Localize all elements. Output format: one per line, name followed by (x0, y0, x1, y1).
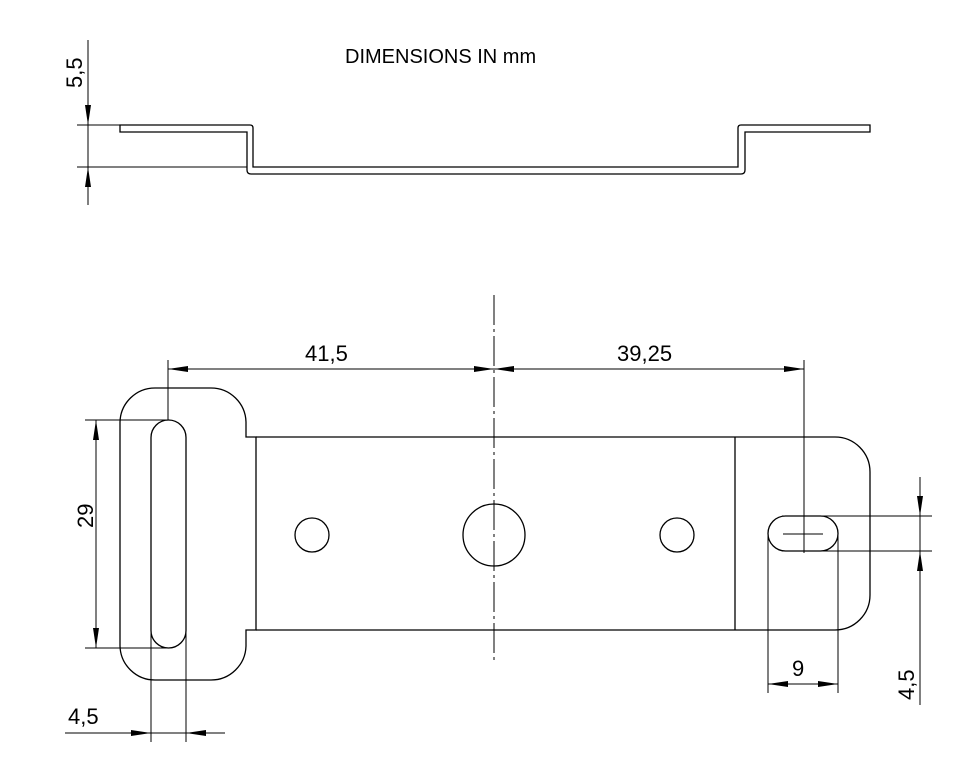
left-slot (150, 419, 187, 649)
dim-left-to-center: 41,5 (305, 341, 348, 366)
dim-height-profile: 5,5 (62, 57, 87, 88)
top-view (119, 295, 871, 681)
dim-center-to-right: 39,25 (617, 341, 672, 366)
drawing-title: DIMENSIONS IN mm (345, 46, 536, 68)
dim-slot-length: 29 (73, 504, 98, 528)
dim-slot-width-left: 4,5 (68, 704, 99, 729)
dim-slot-length-right: 9 (792, 656, 804, 681)
dim-slot-width-right: 4,5 (894, 669, 919, 700)
hole-left (294, 517, 330, 553)
dimension-annotations: 41,5 39,25 29 4,5 9 4,5 (65, 341, 932, 742)
hole-right (659, 517, 695, 553)
side-profile-view: 5,5 (62, 40, 871, 205)
